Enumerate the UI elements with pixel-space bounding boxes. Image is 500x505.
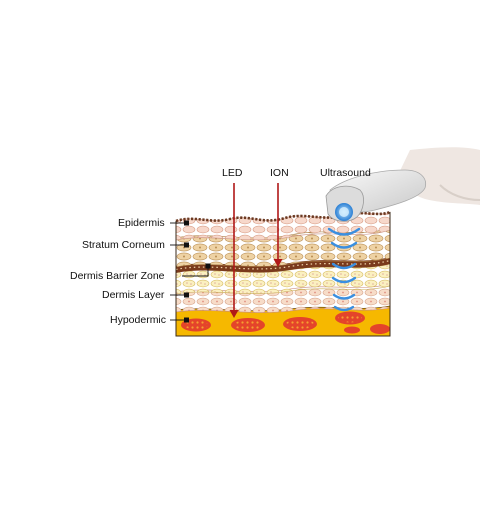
ion-label: ION (270, 167, 289, 179)
led-label: LED (222, 167, 243, 179)
hypodermic-label: Hypodermic (110, 314, 166, 326)
layer-labels: Epidermis Stratum Corneum Dermis Barrier… (70, 217, 211, 326)
fat-cells (181, 311, 390, 334)
stratum-corneum-label: Stratum Corneum (82, 239, 165, 251)
skin-block-outline (175, 212, 391, 337)
ion-arrow (273, 183, 283, 267)
epidermis-label: Epidermis (118, 217, 165, 229)
dermis-layer-label: Dermis Layer (102, 289, 165, 301)
ultrasound-waves (327, 227, 361, 312)
ultrasound-device (325, 147, 481, 222)
dermis-barrier-zone-label: Dermis Barrier Zone (70, 270, 165, 282)
ultrasound-label: Ultrasound (320, 167, 371, 179)
led-arrow (229, 183, 239, 318)
